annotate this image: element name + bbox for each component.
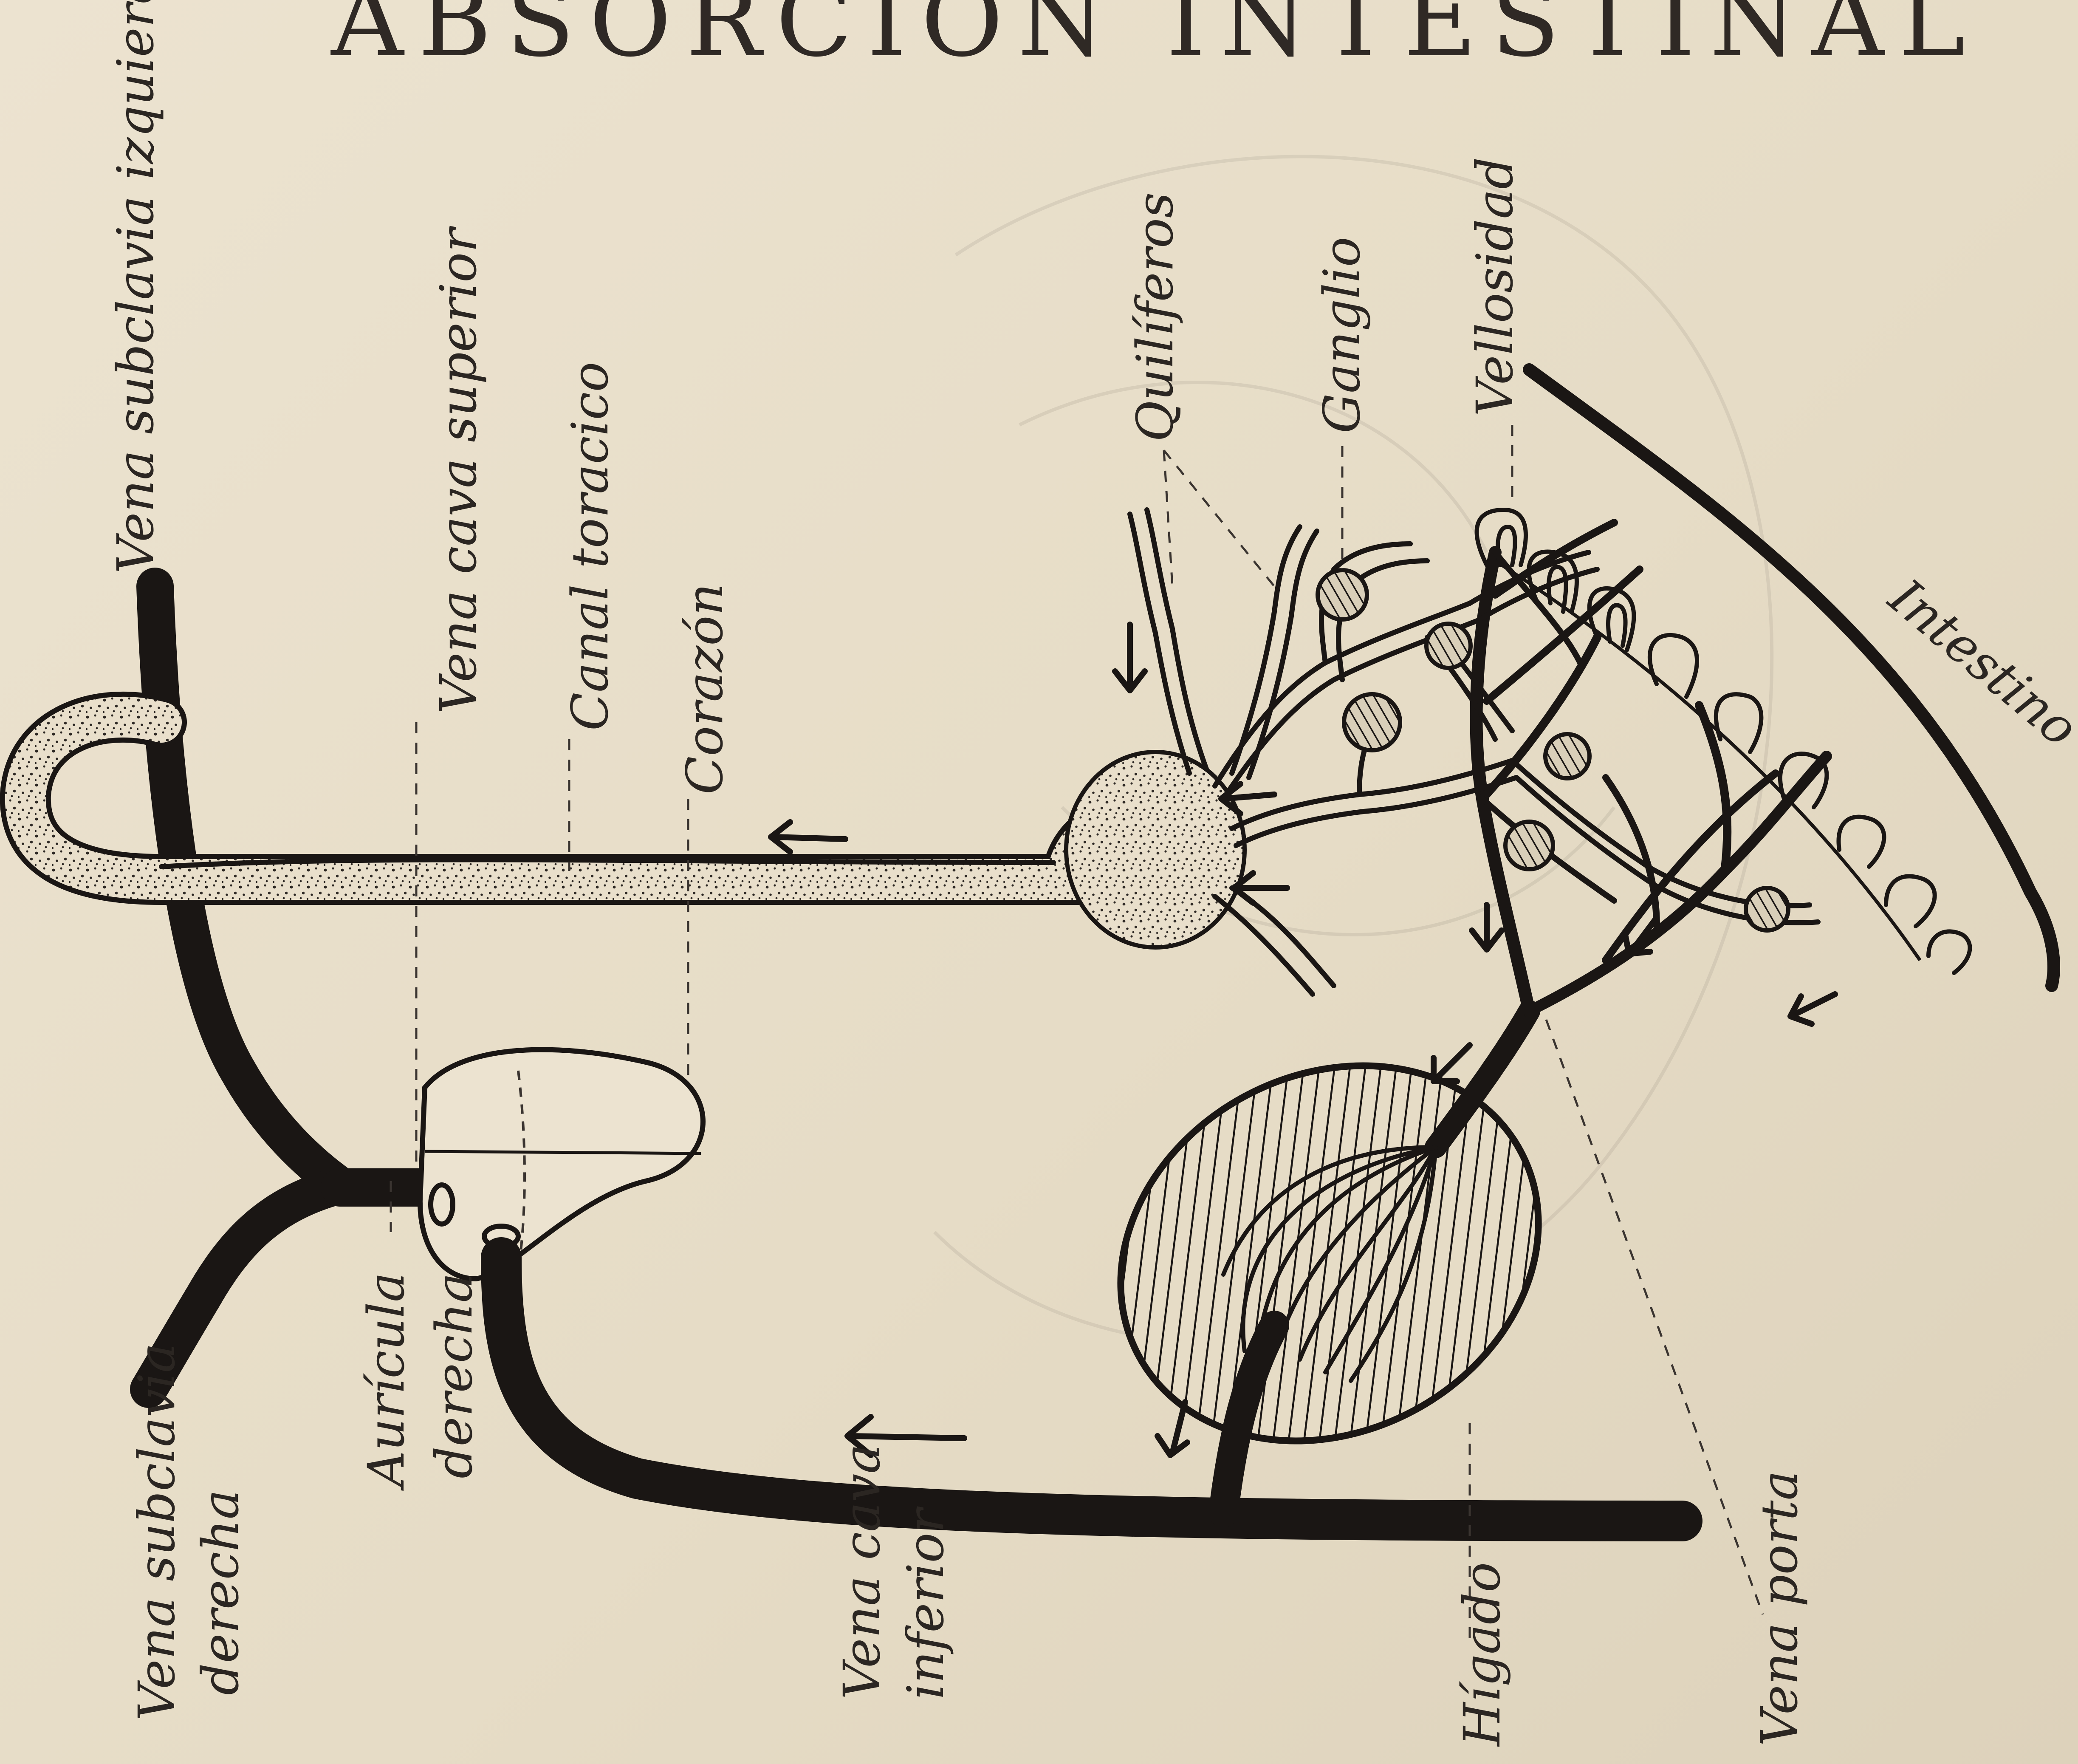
svg-text:Ganglio: Ganglio: [1313, 237, 1371, 433]
svg-text:derecha: derecha: [425, 1273, 483, 1478]
svg-text:Intestino: Intestino: [1878, 567, 2078, 758]
label-vena-subclavia-izquierda: Vena subclavia izquierda: [106, 0, 165, 574]
label-intestino: Intestino: [1878, 567, 2078, 758]
svg-text:Aurícula: Aurícula: [357, 1272, 415, 1491]
svg-text:Corazón: Corazón: [675, 583, 734, 794]
label-auricula-derecha: Aurícula derecha: [357, 1272, 483, 1491]
svg-text:Vena cava superior: Vena cava superior: [429, 226, 488, 714]
svg-text:Hígado: Hígado: [1453, 1562, 1511, 1747]
label-canal-toracico: Canal toracico: [561, 362, 619, 731]
arrow-thoracic-duct: [771, 822, 845, 852]
arrow-portal-2: [1434, 1045, 1470, 1081]
svg-text:inferior: inferior: [896, 1506, 955, 1699]
svg-text:derecha: derecha: [191, 1490, 250, 1695]
svg-text:Vena subclavia: Vena subclavia: [127, 1343, 186, 1721]
label-vena-cava-inferior: Vena cava inferior: [833, 1444, 955, 1699]
svg-text:Vena subclavia izquierda: Vena subclavia izquierda: [106, 0, 165, 574]
label-higado: Hígado: [1453, 1562, 1511, 1747]
label-quiliferos: Quilíferos: [1126, 192, 1184, 442]
svg-text:Quilíferos: Quilíferos: [1126, 192, 1184, 442]
arrow-hepatic: [1158, 1402, 1187, 1455]
liver: [1055, 994, 1605, 1513]
svg-text:Vena cava: Vena cava: [833, 1444, 891, 1699]
label-vena-porta: Vena porta: [1750, 1470, 1809, 1746]
arrow-intestine: [1790, 994, 1835, 1024]
label-corazon: Corazón: [675, 583, 734, 794]
heart: [420, 1050, 703, 1279]
label-vena-subclavia-derecha: Vena subclavia derecha: [127, 1343, 250, 1721]
svg-text:Vena porta: Vena porta: [1750, 1470, 1809, 1746]
svg-text:Vellosidad: Vellosidad: [1465, 157, 1524, 416]
label-vena-cava-superior: Vena cava superior: [429, 226, 488, 714]
arrow-lacteal-top: [1115, 625, 1145, 690]
label-vellosidad: Vellosidad: [1465, 157, 1524, 416]
label-ganglio: Ganglio: [1313, 237, 1371, 433]
svg-text:Canal toracico: Canal toracico: [561, 362, 619, 731]
diagram-title: ABSORCION INTESTINAL: [330, 0, 1980, 79]
